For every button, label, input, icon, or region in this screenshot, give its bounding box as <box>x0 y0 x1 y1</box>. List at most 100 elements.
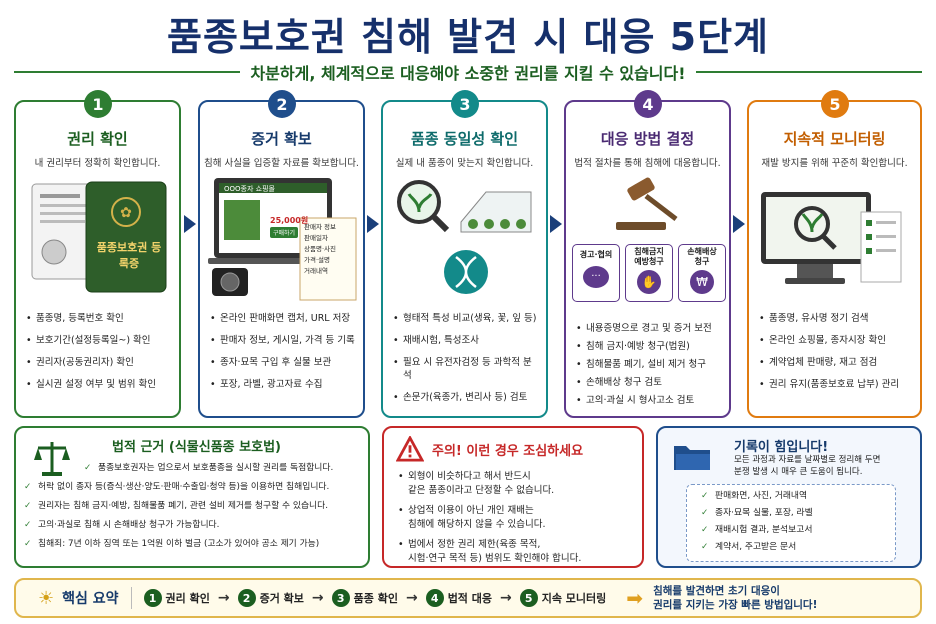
step-5-title: 지속적 모니터링 <box>783 130 886 148</box>
list-item: 품종명, 등록번호 확인 <box>26 312 173 325</box>
step-3-desc: 실제 내 품종이 맞는지 확인합니다. <box>395 158 534 169</box>
step-1-desc: 내 권리부터 정확히 확인합니다. <box>34 158 161 169</box>
step-2-title: 증거 확보 <box>251 130 312 148</box>
list-item: 계약서, 주고받은 문서 <box>701 541 813 553</box>
list-item: 보호기간(설정등록일~) 확인 <box>26 334 173 347</box>
step-3-card: 품종 동일성 확인 실제 내 품종이 맞는지 확인합니다. 형태적 특성 비교(… <box>381 100 548 418</box>
arrow-icon <box>367 215 379 233</box>
list-item: 재배시험, 특성조사 <box>393 334 540 347</box>
list-item: 상업적 이용이 아닌 개인 재배는 침해에 해당하지 않을 수 있습니다. <box>398 504 636 532</box>
arrow-icon: → <box>500 590 512 606</box>
list-item: 허락 없이 종자 등(증식·생산·양도·판매·수출입·청약 등)을 이용하면 침… <box>24 481 364 493</box>
memo-item: 판매일자 <box>304 234 328 242</box>
record-list: 판매화면, 사진, 거래내역 종자·묘목 실물, 포장, 라벨 재배시험 결과,… <box>701 490 813 558</box>
warning-icon <box>396 436 424 462</box>
arrow-icon <box>184 215 196 233</box>
summary-step-num: 3 <box>331 589 350 607</box>
lightbulb-icon: ☀ <box>38 587 55 609</box>
legal-list: 품종보호권자는 업으로서 보호품종을 실시할 권리를 독점합니다. 허락 없이 … <box>24 462 364 557</box>
list-item: 내용증명으로 경고 및 증거 보전 <box>576 322 723 335</box>
legal-title: 법적 근거 (식물신품종 보호법) <box>112 440 281 455</box>
summary-step-num: 2 <box>237 589 256 607</box>
certificate-illustration: ✿ <box>31 181 167 293</box>
list-item: 포장, 라벨, 광고자료 수집 <box>210 378 357 391</box>
summary-step-num: 1 <box>143 589 162 607</box>
step-5-card: 지속적 모니터링 재발 방지를 위해 꾸준히 확인합니다. 품종명, 유사명 정… <box>747 100 922 418</box>
money-bag-icon: ₩ <box>690 270 714 294</box>
divider <box>130 587 132 609</box>
subtitle-bar: 차분하게, 체계적으로 대응해야 소중한 권리를 지킬 수 있습니다! <box>14 60 922 84</box>
step-1-list: 품종명, 등록번호 확인 보호기간(설정등록일~) 확인 권리자(공동권리자) … <box>26 312 173 400</box>
step-1-card: 권리 확인 내 권리부터 정확히 확인합니다. ✿ 품종보호권 등록증 품종명,… <box>14 100 181 418</box>
arrow-icon <box>550 215 562 233</box>
list-item: 손문가(육종가, 변리사 등) 검토 <box>393 391 540 404</box>
step-4-card: 대응 방법 결정 법적 절차를 통해 침해에 대응합니다. 경고·협의 ··· … <box>564 100 731 418</box>
memo-list: 판매자 정보 판매일자 상품명·사진 가격·설명 거래내역 <box>304 222 360 277</box>
list-item: 계약업체 판매량, 재고 점검 <box>759 356 914 369</box>
step-4-desc: 법적 절차를 통해 침해에 대응합니다. <box>574 158 721 169</box>
list-item: 권리자는 침해 금지·예방, 침해물품 폐기, 관련 설비 제거를 청구할 수 … <box>24 500 364 512</box>
magnifier-greenhouse-dna-illustration <box>397 180 532 294</box>
page-subtitle: 차분하게, 체계적으로 대응해야 소중한 권리를 지킬 수 있습니다! <box>250 64 686 83</box>
option-box: 침해금지 예방청구 ✋ <box>625 244 673 302</box>
arrow-icon: → <box>311 590 324 606</box>
summary-step-label: 법적 대응 <box>447 592 492 605</box>
step-2-list: 온라인 판매화면 캡처, URL 저장 판매자 정보, 게시일, 가격 등 기록… <box>210 312 357 400</box>
step-4-badge: 4 <box>634 90 662 118</box>
list-item: 실시권 설정 여부 및 범위 확인 <box>26 378 173 391</box>
svg-text:✿: ✿ <box>120 205 132 221</box>
list-item: 재배시험 결과, 분석보고서 <box>701 524 813 536</box>
step-5-desc: 재발 방지를 위해 꾸준히 확인합니다. <box>761 158 908 169</box>
memo-item: 판매자 정보 <box>304 223 336 231</box>
step-2-desc: 침해 사실을 입증할 자료를 확보합니다. <box>204 158 359 169</box>
step-3-title: 품종 동일성 확인 <box>410 130 519 148</box>
list-item: 온라인 판매화면 캡처, URL 저장 <box>210 312 357 325</box>
list-item: 판매화면, 사진, 거래내역 <box>701 490 813 502</box>
warning-title: 주의! 이런 경우 조심하세요 <box>432 444 584 459</box>
option-label: 손해배상 청구 <box>687 247 717 266</box>
list-item: 침해 금지·예방 청구(법원) <box>576 340 723 353</box>
option-label: 경고·협의 <box>579 250 613 259</box>
arrow-icon: → <box>217 590 230 606</box>
step-4-title: 대응 방법 결정 <box>600 130 695 148</box>
option-box: 손해배상 청구 ₩ <box>678 244 726 302</box>
page-title: 품종보호권 침해 발견 시 대응 5단계 <box>166 15 770 59</box>
list-item: 침해물품 폐기, 설비 제거 청구 <box>576 358 723 371</box>
mall-name: OOO종자 쇼핑몰 <box>224 185 275 193</box>
laptop-camera-illustration <box>208 178 357 301</box>
list-item: 필요 시 유전자검정 등 과학적 분석 <box>393 356 540 382</box>
buy-button: 구매하기 <box>270 227 299 238</box>
record-desc: 모든 과정과 자료를 날짜별로 정리해 두면 분쟁 발생 시 매우 큰 도움이 … <box>734 455 881 477</box>
step-3-badge: 3 <box>451 90 479 118</box>
list-item: 고의·과실로 침해 시 손해배상 청구가 가능합니다. <box>24 519 364 531</box>
warning-panel: 주의! 이런 경우 조심하세요 외형이 비슷하다고 해서 반드시 같은 품종이라… <box>382 426 644 568</box>
memo-item: 가격·설명 <box>304 256 330 264</box>
list-item: 품종명, 유사명 정기 검색 <box>759 312 914 325</box>
list-item: 침해죄: 7년 이하 징역 또는 1억원 이하 벌금 (고소가 있어야 공소 제… <box>24 538 364 550</box>
step-5-list: 품종명, 유사명 정기 검색 온라인 쇼핑몰, 종자시장 확인 계약업체 판매량… <box>759 312 914 400</box>
list-item: 품종보호권자는 업으로서 보호품종을 실시할 권리를 독점합니다. <box>84 462 364 474</box>
scales-icon <box>34 442 70 476</box>
summary-step-num: 4 <box>425 589 444 607</box>
big-arrow-icon: ➡ <box>626 586 644 610</box>
record-box: 판매화면, 사진, 거래내역 종자·묘목 실물, 포장, 라벨 재배시험 결과,… <box>686 484 896 562</box>
step-2-badge: 2 <box>268 90 296 118</box>
gavel-icon <box>616 177 678 230</box>
summary-step-label: 품종 확인 <box>353 592 398 605</box>
option-label: 침해금지 예방청구 <box>634 247 664 266</box>
stop-hand-icon: ✋ <box>637 270 661 294</box>
list-item: 판매자 정보, 게시일, 가격 등 기록 <box>210 334 357 347</box>
legal-basis-panel: 법적 근거 (식물신품종 보호법) 품종보호권자는 업으로서 보호품종을 실시할… <box>14 426 370 568</box>
step-4-list: 내용증명으로 경고 및 증거 보전 침해 금지·예방 청구(법원) 침해물품 폐… <box>576 322 723 412</box>
list-item: 종자·묘목 실물, 포장, 라벨 <box>701 507 813 519</box>
summary-step-num: 5 <box>519 589 538 607</box>
memo-item: 상품명·사진 <box>304 245 336 253</box>
list-item: 종자·묘목 구입 후 실물 보관 <box>210 356 357 369</box>
list-item: 형태적 특성 비교(생육, 꽃, 잎 등) <box>393 312 540 325</box>
product-price: 25,000원 <box>270 216 309 225</box>
